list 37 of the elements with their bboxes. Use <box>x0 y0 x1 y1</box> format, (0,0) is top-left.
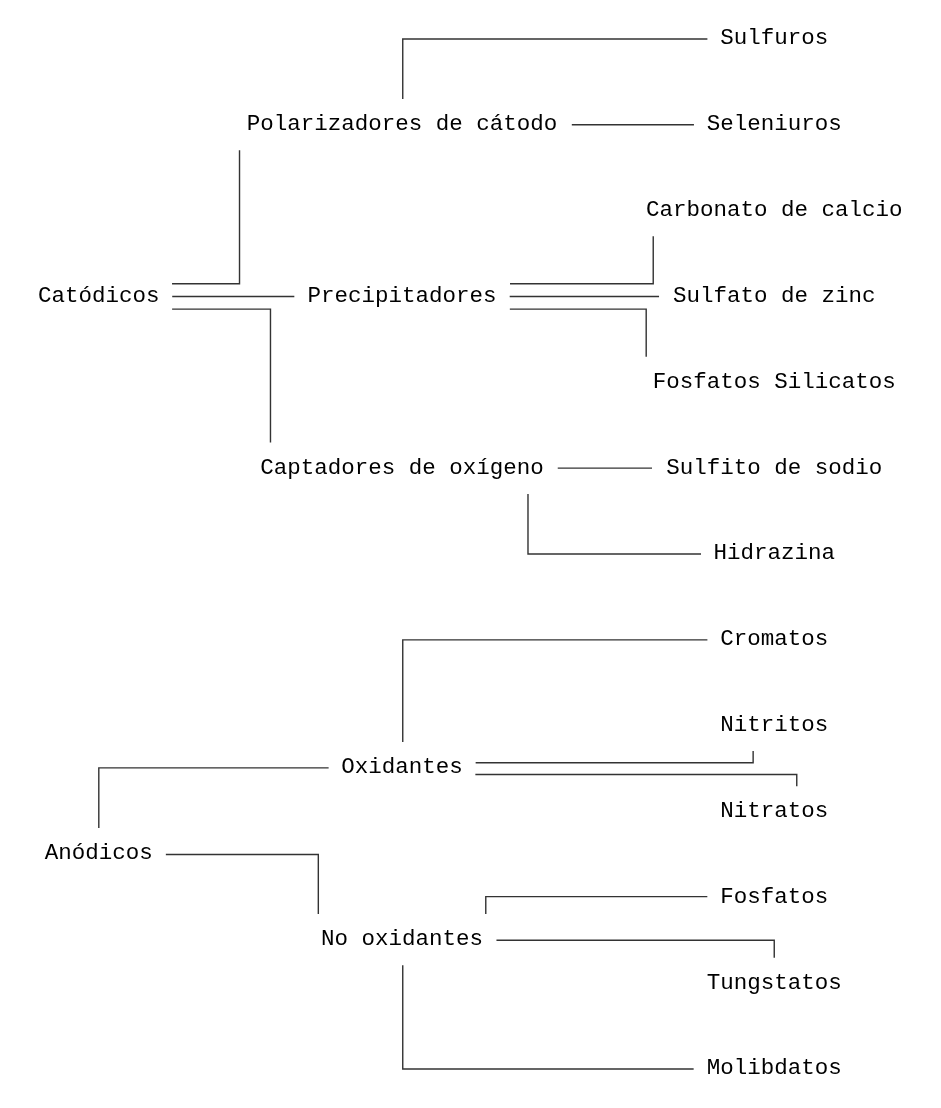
connector <box>401 639 708 743</box>
connector <box>570 124 695 126</box>
node-text: Captadores de oxígeno <box>259 454 544 481</box>
node-text: Seleniuros <box>706 111 842 138</box>
connector <box>170 308 271 444</box>
node-text: Catódicos <box>37 282 160 309</box>
node-text: No oxidantes <box>320 925 483 952</box>
node-text: Molibdatos <box>706 1055 842 1082</box>
connector <box>401 38 708 100</box>
connector <box>508 295 660 298</box>
node-text: Cromatos <box>719 626 828 653</box>
connector <box>97 767 329 829</box>
node-text: Hidrazina <box>712 540 835 567</box>
connector <box>508 235 654 285</box>
node-text: Precipitadores <box>307 282 497 309</box>
node-text: Sulfato de zinc <box>672 282 876 309</box>
node-text: Anódicos <box>44 840 153 867</box>
node-text: Oxidantes <box>340 754 463 781</box>
connector <box>474 750 754 764</box>
node-text: Fosfatos Silicatos <box>652 368 896 395</box>
connector <box>495 939 775 959</box>
connector <box>556 467 653 469</box>
node-text: Fosfatos <box>719 883 828 910</box>
connector <box>171 295 295 298</box>
node-text: Nitritos <box>719 712 828 739</box>
node-text: Sulfito de sodio <box>665 454 882 481</box>
connector <box>164 853 319 915</box>
connector <box>484 895 708 915</box>
node-text: Polarizadores de cátodo <box>246 111 557 138</box>
connector <box>401 964 694 1070</box>
node-text: Carbonato de calcio <box>645 197 903 223</box>
connector <box>526 493 702 555</box>
node-text: Tungstatos <box>706 969 842 996</box>
node-text: Sulfuros <box>719 25 828 52</box>
connector <box>170 149 240 285</box>
connector <box>508 308 647 358</box>
node-text: Nitratos <box>719 797 828 824</box>
